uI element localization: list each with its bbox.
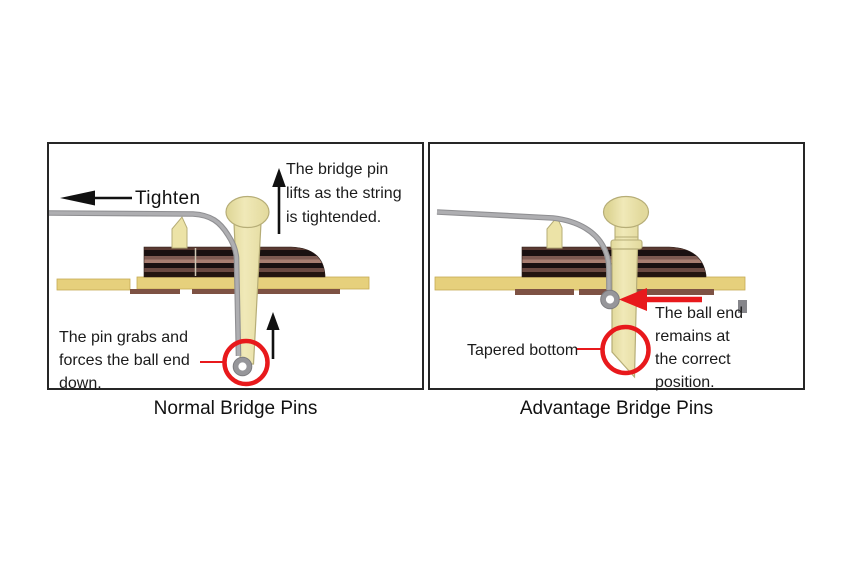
grab-note: The pin grabs and forces the ball end do… [59, 329, 190, 392]
tapered-bottom-label: Tapered bottom [467, 342, 579, 359]
bridge-plate [192, 289, 340, 294]
normal-pin-illustration [49, 168, 370, 387]
highlight-circle [600, 324, 651, 376]
string [49, 211, 241, 357]
highlight-circle [222, 338, 270, 387]
bridge-plate [130, 289, 180, 294]
bridge-pin-head [225, 195, 270, 229]
plate-end-block [738, 300, 747, 313]
push-up-arrow-icon [266, 312, 280, 330]
lift-arrow-icon [272, 168, 286, 187]
lift-note: The bridge pin lifts as the string is ti… [286, 161, 402, 226]
ball-end-hole [238, 362, 247, 371]
tighten-arrow-icon [60, 190, 95, 206]
soundboard [434, 276, 746, 291]
bridge-plate [515, 289, 574, 295]
caption-normal-bridge-pins: Normal Bridge Pins [153, 398, 318, 419]
bridge-pin-head [602, 195, 650, 229]
ball-end-hole [605, 295, 615, 304]
tighten-label: Tighten [135, 188, 201, 209]
advantage-pin-illustration [434, 195, 747, 379]
panel-advantage-bridge-pins: Tapered bottom The ball end remains at t… [428, 142, 805, 391]
soundboard-left-segment [56, 278, 131, 291]
string [436, 210, 611, 291]
saddle [171, 216, 188, 249]
caption-advantage-bridge-pins: Advantage Bridge Pins [519, 398, 714, 419]
ball-end-note: The ball end remains at the correct posi… [655, 305, 744, 391]
red-left-arrow-icon [619, 288, 647, 311]
panel-normal-bridge-pins: Tighten The bridge pin lifts as the stri… [47, 142, 424, 392]
bridge-pin-collar [610, 239, 643, 250]
bridge-pin-tapered-body [611, 248, 639, 379]
